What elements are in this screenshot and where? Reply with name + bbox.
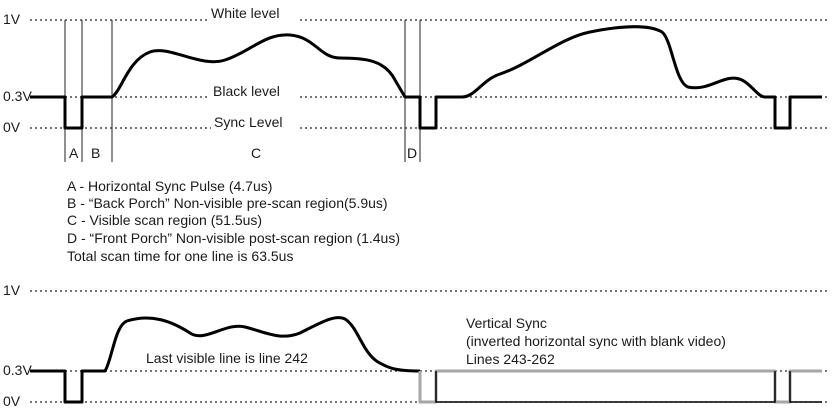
- black-level-label: Black level: [213, 83, 280, 99]
- segment-a-label: A: [69, 145, 79, 161]
- legend-item-a: A - Horizontal Sync Pulse (4.7us): [67, 178, 272, 194]
- segment-d-label: D: [407, 145, 417, 161]
- top-0v-label: 0V: [3, 119, 21, 135]
- bottom-1v-label: 1V: [3, 282, 21, 298]
- vsync-title: Vertical Sync: [466, 315, 547, 331]
- top-signal-waveform: [30, 25, 822, 130]
- last-visible-line-label: Last visible line is line 242: [146, 350, 308, 366]
- legend-total: Total scan time for one line is 63.5us: [67, 248, 293, 264]
- white-level-label: White level: [211, 5, 279, 21]
- legend-item-b: B - “Back Porch” Non-visible pre-scan re…: [67, 195, 388, 211]
- bottom-panel: 1V 0.3V 0V Last visible line is line 242…: [3, 282, 830, 409]
- segment-b-label: B: [91, 145, 100, 161]
- vertical-sync-outline: [435, 371, 822, 403]
- legend-item-c: C - Visible scan region (51.5us): [67, 212, 262, 228]
- sync-level-label: Sync Level: [214, 114, 282, 130]
- last-visible-line-waveform: [30, 316, 421, 404]
- legend: A - Horizontal Sync Pulse (4.7us) B - “B…: [67, 178, 400, 264]
- top-03v-label: 0.3V: [3, 88, 32, 104]
- segment-c-label: C: [251, 145, 261, 161]
- vsync-lines-range: Lines 243-262: [466, 351, 555, 367]
- vertical-sync-waveform: [418, 369, 822, 404]
- top-1v-label: 1V: [3, 11, 21, 27]
- bottom-03v-label: 0.3V: [3, 362, 32, 378]
- legend-item-d: D - “Front Porch” Non-visible post-scan …: [67, 230, 400, 246]
- top-panel: 1V 0.3V 0V White level Black level Sync …: [3, 4, 830, 162]
- bottom-0v-label: 0V: [3, 393, 21, 409]
- vsync-description: (inverted horizontal sync with blank vid…: [466, 333, 726, 349]
